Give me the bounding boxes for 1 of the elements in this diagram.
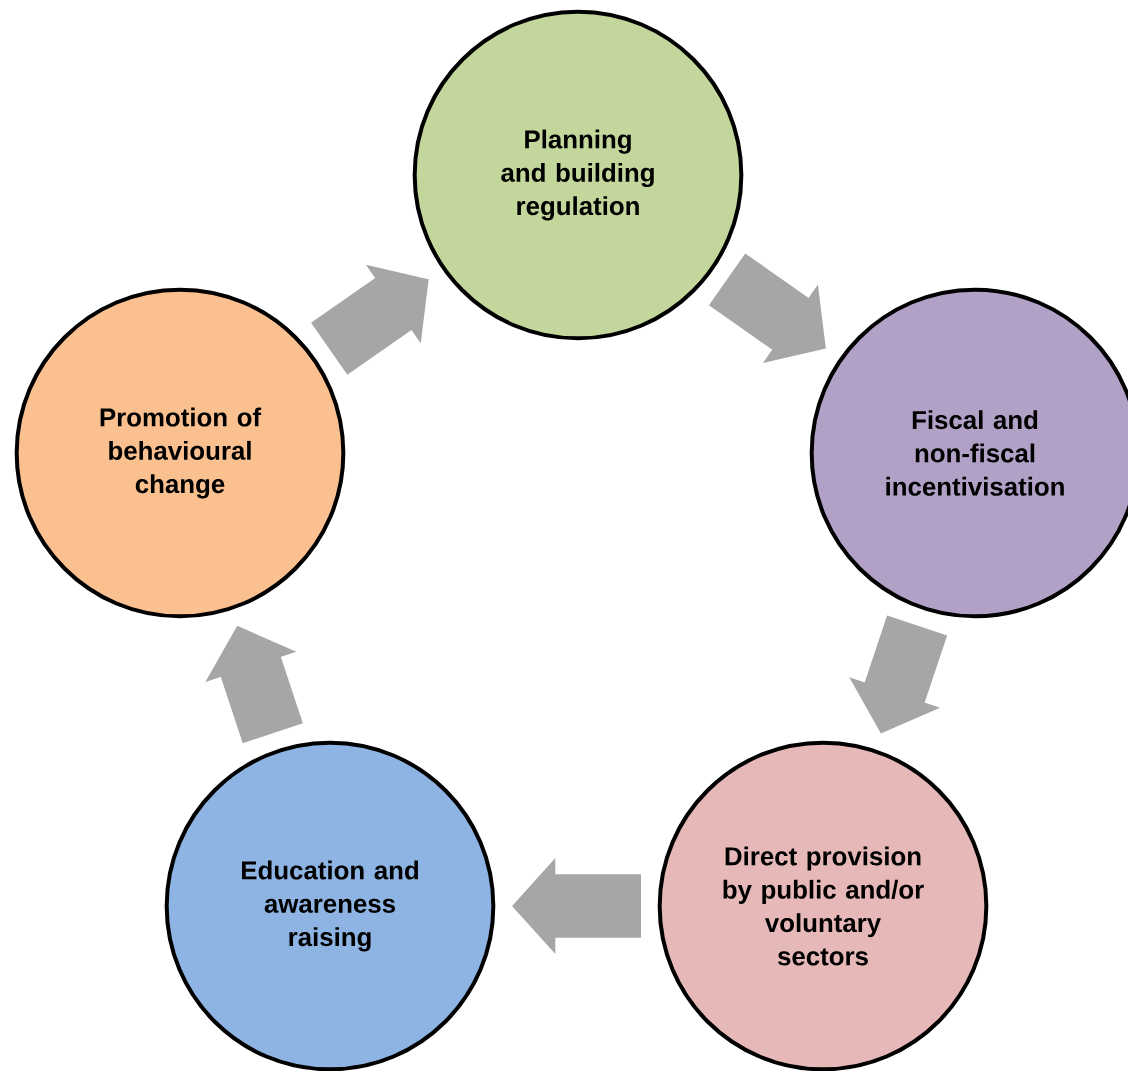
block-arrow: [311, 264, 429, 375]
